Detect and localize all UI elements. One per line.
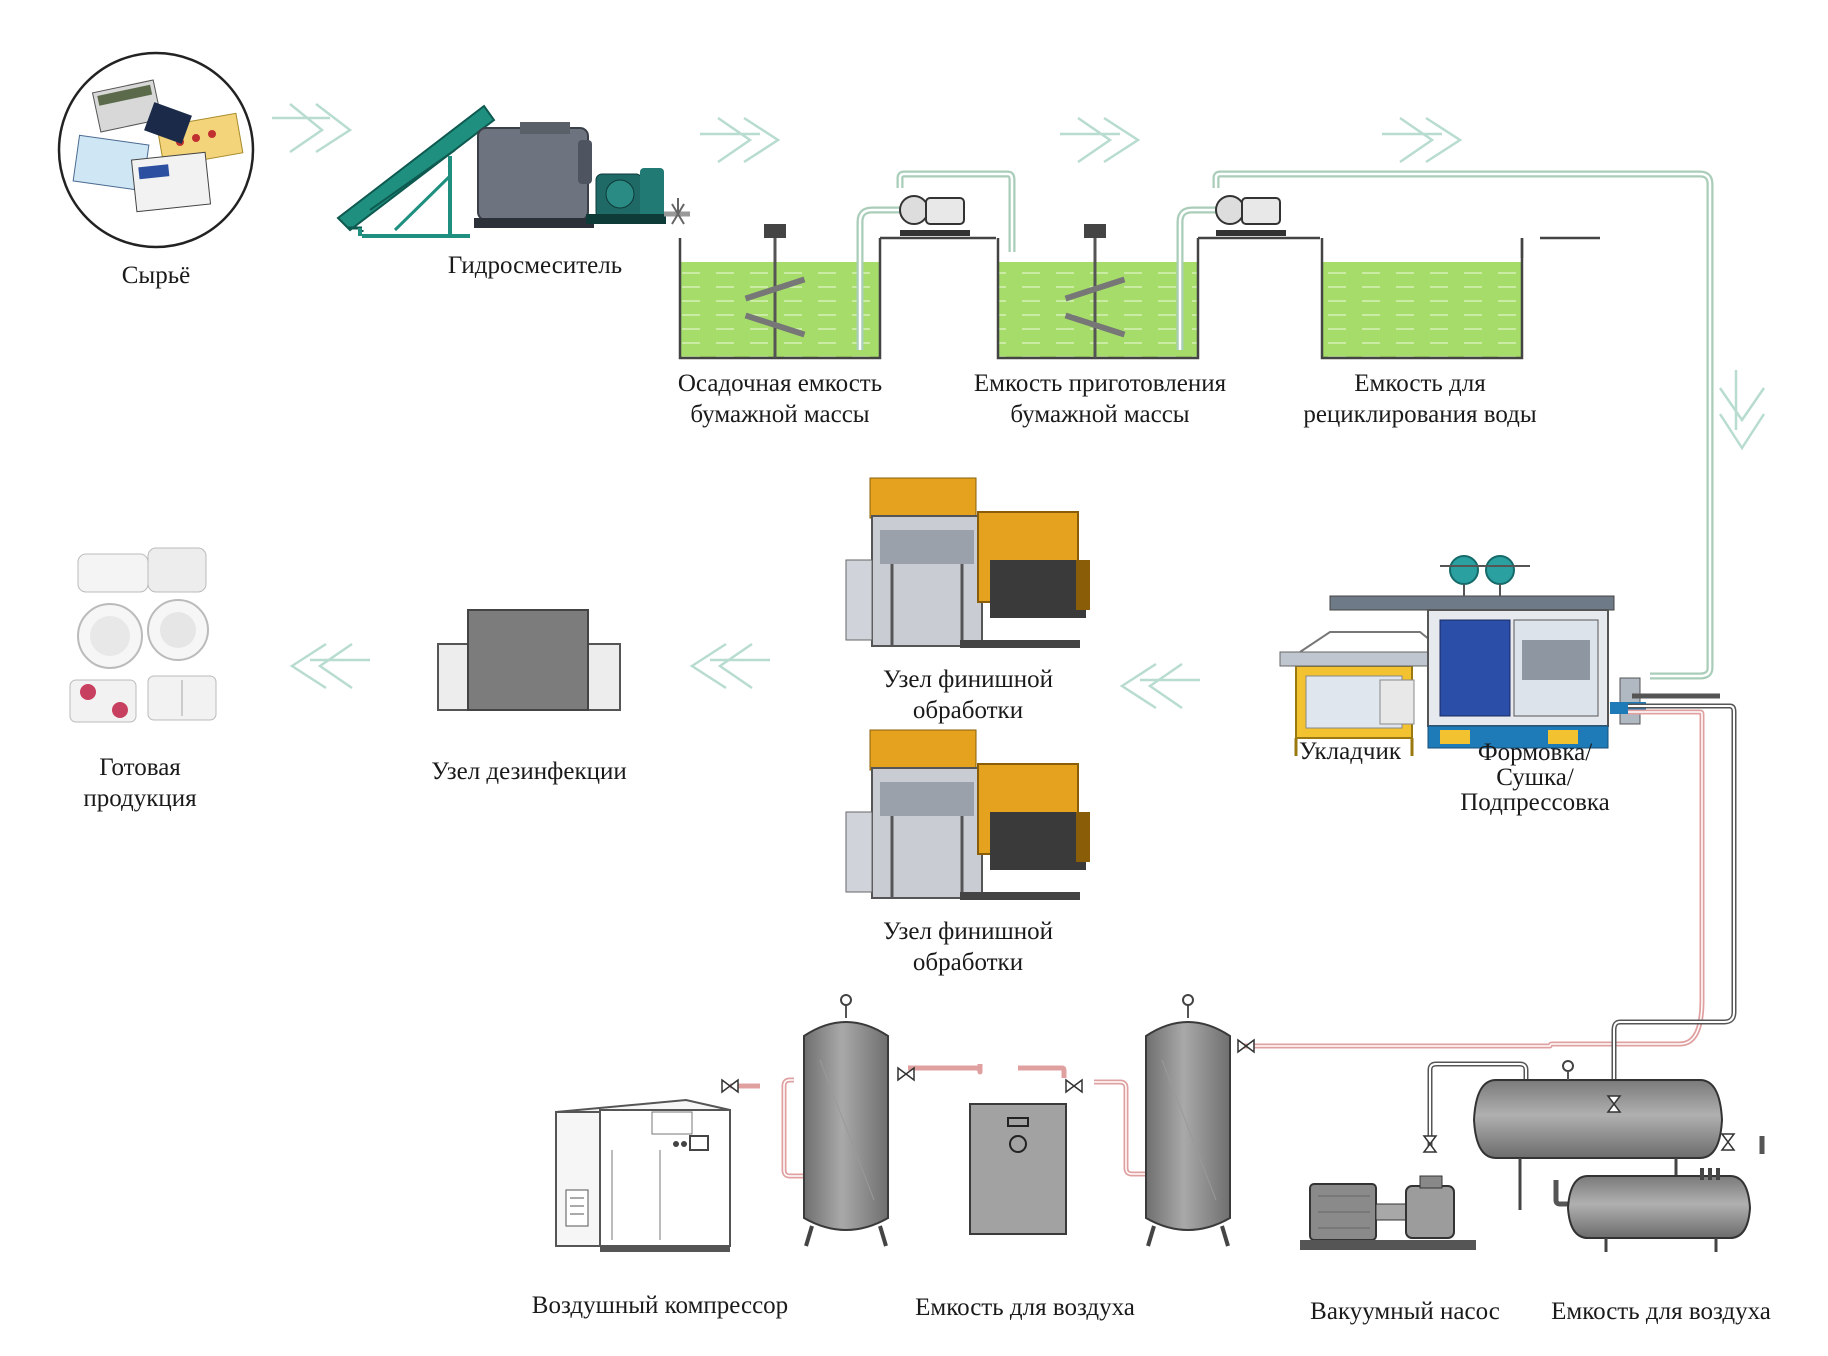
label-finishing-top-line1: Узел финишной (882, 666, 1054, 693)
label-compressor: Воздушный компрессор (510, 1290, 810, 1321)
valve-icon (1422, 1135, 1438, 1153)
arrow-pulp-to-recycle (1382, 116, 1463, 164)
label-finished-line1: Готовая (99, 754, 181, 781)
label-forming-line3: Подпрессовка (1460, 789, 1610, 816)
air-pipes-inner (783, 711, 1703, 1177)
vacuum-pipes-inner (1429, 705, 1735, 1148)
label-vacuum-pump: Вакуумный насос (1294, 1296, 1516, 1327)
label-hydromixer: Гидросмеситель (430, 250, 640, 281)
label-stacker: Укладчик (1280, 736, 1420, 767)
label-recycle-tank: Емкость для рециклирования воды (1280, 368, 1560, 430)
label-forming-line1: Формовка/ (1477, 739, 1593, 766)
pulp-prep-tank (996, 224, 1200, 360)
label-disinfection: Узел дезинфекции (414, 756, 644, 787)
label-recycle-line1: Емкость для (1354, 370, 1486, 397)
label-air-tank-1-text: Емкость для воздуха (915, 1294, 1135, 1321)
label-compressor-text: Воздушный компрессор (531, 1292, 789, 1319)
air-tank-vertical-2-icon (1145, 994, 1231, 1247)
arrow-forming-to-finishing (1119, 662, 1200, 710)
valve-icon (1237, 1038, 1255, 1054)
valve-icon (897, 1066, 915, 1082)
label-air-tank-2-text: Емкость для воздуха (1551, 1298, 1771, 1325)
hydromixer-icon (336, 104, 690, 238)
recycle-water-tank (1320, 238, 1524, 360)
arrow-raw-to-mixer (272, 103, 353, 154)
arrow-down-to-forming (1718, 370, 1766, 451)
arrow-mixer-to-sediment (700, 116, 781, 164)
valve-icon (1720, 1133, 1736, 1151)
label-finished-products: Готовая продукция (60, 752, 220, 814)
forming-machine-icon (1329, 555, 1646, 749)
label-disinfection-text: Узел дезинфекции (431, 758, 627, 785)
pump-icon (899, 195, 970, 236)
pump-icon (1215, 195, 1286, 236)
finished-products-icon (69, 547, 217, 723)
label-finishing-top: Узел финишной обработки (858, 664, 1078, 726)
label-pulp-line1: Емкость приготовления (973, 370, 1227, 397)
water-pipes-inner (858, 172, 1712, 678)
label-raw-text: Сырьё (121, 262, 191, 289)
label-pulp-line2: бумажной массы (1010, 401, 1190, 428)
label-finishing-bottom-line2: обработки (912, 949, 1024, 976)
arrow-sediment-to-pulp (1060, 116, 1141, 164)
label-hydromixer-text: Гидросмеситель (447, 252, 623, 279)
tank-ledges (880, 236, 1600, 258)
label-stacker-text: Укладчик (1298, 738, 1402, 765)
label-sediment-line1: Осадочная емкость (677, 370, 883, 397)
disinfection-unit-icon (437, 609, 621, 711)
vacuum-tank-small-icon (1566, 1168, 1752, 1252)
finishing-unit-top-icon (845, 477, 1090, 648)
label-vacuum-pump-text: Вакуумный насос (1310, 1298, 1500, 1325)
air-dryer-icon (969, 1103, 1067, 1235)
valve-icon (1065, 1078, 1083, 1094)
label-sediment-line2: бумажной массы (690, 401, 870, 428)
valve-icon (1606, 1095, 1622, 1113)
arrow-finishing-to-disinfection (689, 642, 770, 690)
label-sediment-tank: Осадочная емкость бумажной массы (650, 368, 910, 430)
stacker-icon (1279, 631, 1441, 756)
label-finishing-top-line2: обработки (912, 697, 1024, 724)
label-pulp-tank: Емкость приготовления бумажной массы (950, 368, 1250, 430)
label-raw-material: Сырьё (96, 260, 216, 291)
label-air-tank-2: Емкость для воздуха (1526, 1296, 1796, 1327)
vacuum-tank-large-icon (1472, 1060, 1724, 1210)
valve-icon (721, 1078, 739, 1094)
finishing-unit-bottom-icon (845, 729, 1090, 900)
label-forming-line2: Сушка/ (1496, 764, 1574, 791)
vacuum-pump-icon (1300, 1175, 1476, 1250)
raw-material-icon (57, 51, 255, 249)
label-finishing-bottom-line1: Узел финишной (882, 918, 1054, 945)
label-air-tank-1: Емкость для воздуха (890, 1292, 1160, 1323)
label-finished-line2: продукция (83, 785, 197, 812)
arrow-disinfection-to-finished (289, 642, 370, 690)
air-compressor-icon (555, 1098, 731, 1252)
label-finishing-bottom: Узел финишной обработки (858, 916, 1078, 978)
label-forming: Формовка/ Сушка/ Подпрессовка (1430, 740, 1640, 815)
label-recycle-line2: рециклирования воды (1303, 401, 1537, 428)
flow-arrows (272, 103, 1766, 710)
sediment-tank (678, 224, 882, 360)
air-tank-vertical-1-icon (803, 994, 889, 1247)
